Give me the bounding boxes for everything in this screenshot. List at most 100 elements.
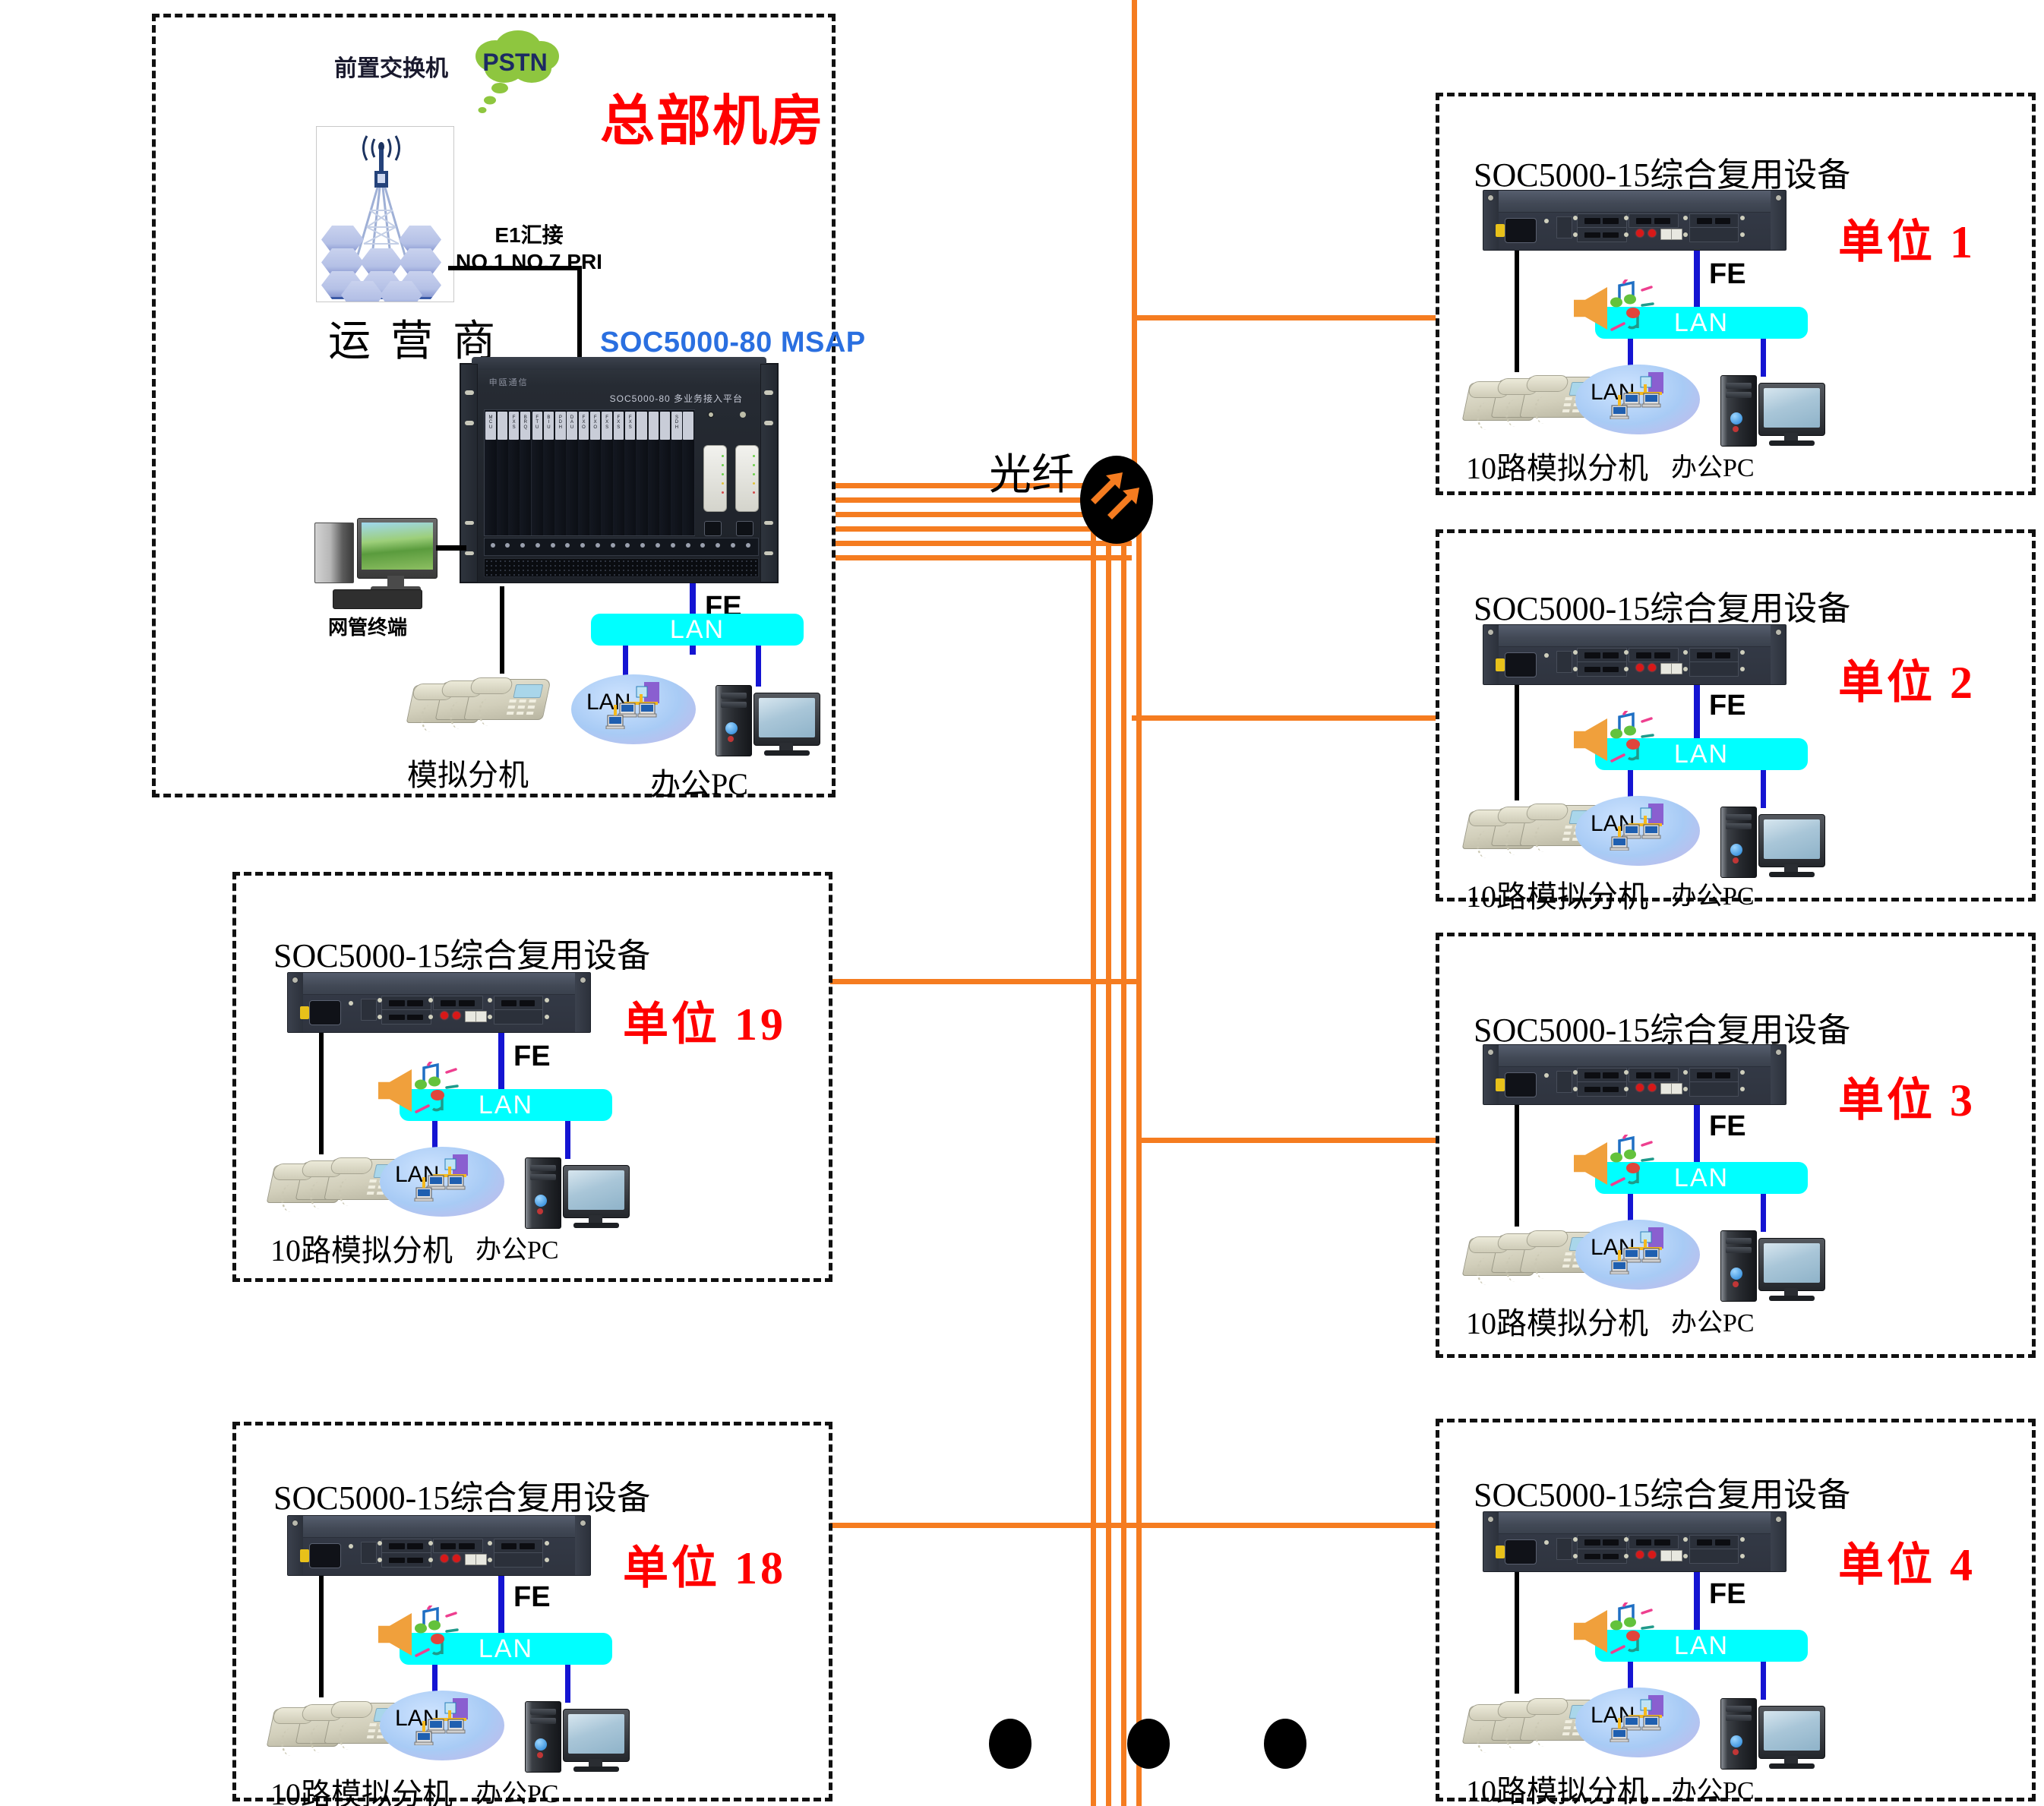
unit2-office-pc-tower	[1720, 807, 1757, 878]
unit3-phone-label: 10路模拟分机	[1466, 1306, 1648, 1340]
unit2-office-pc-label: 办公PC	[1671, 882, 1755, 911]
unit2-phone-label: 10路模拟分机	[1466, 879, 1648, 914]
unit1-lan-to-pc	[1761, 339, 1766, 377]
unit4-fe-link	[1694, 1572, 1700, 1648]
unit1-soc5000-15-device	[1483, 190, 1787, 251]
fiber-riser-top	[1132, 0, 1137, 501]
fiber-branch-unit2	[1132, 715, 1436, 721]
unit4-office-pc-tower	[1720, 1698, 1757, 1770]
unit18-lan-cloud-workstations-icon	[414, 1698, 468, 1745]
unit4-lan-cloud-workstations-icon	[1610, 1695, 1663, 1742]
unit3-office-pc-stand	[1784, 1288, 1798, 1297]
fiber-branch-unit4	[1121, 1523, 1436, 1528]
unit3-office-pc-label: 办公PC	[1671, 1309, 1755, 1337]
e1-trunk-line1: E1汇接	[494, 223, 564, 247]
unit1-music-notes-icon	[1610, 279, 1654, 331]
chassis-rail-right	[760, 364, 778, 583]
unit18-office-pc-stand	[589, 1759, 602, 1768]
unit3-lan-to-pc	[1761, 1194, 1766, 1232]
hq-office-pc-label: 办公PC	[650, 767, 748, 801]
chassis-rail-left	[460, 364, 479, 583]
unit19-phone-group	[266, 1148, 415, 1232]
unit2-lan-to-pc	[1761, 770, 1766, 808]
fiber-strand-1	[836, 483, 1132, 488]
hq-lan-cloud-workstations-icon	[605, 682, 659, 729]
unit3-phone-link	[1515, 1105, 1519, 1227]
fiber-strand-2	[836, 497, 1132, 503]
operator-label: 运 营 商	[328, 318, 500, 365]
unit4-office-pc-base	[1769, 1763, 1815, 1769]
site-box-unit19	[232, 872, 832, 1282]
unit3-fe-label: FE	[1709, 1110, 1746, 1142]
unit19-lan-to-pc	[565, 1121, 570, 1159]
unit19-soc5000-15-device	[287, 972, 591, 1033]
fiber-down-4	[1136, 501, 1142, 1806]
hq-office-pc-monitor	[753, 693, 820, 746]
unit4-phone-link	[1515, 1572, 1519, 1694]
unit2-lan-cloud-workstations-icon	[1610, 804, 1663, 851]
hq-lan-to-pc	[756, 646, 761, 687]
site-box-unit18	[232, 1422, 832, 1801]
unit2-lan-to-cloud	[1628, 770, 1633, 807]
unit2-music-notes-icon	[1610, 711, 1654, 762]
site-box-unit2	[1436, 529, 2036, 901]
unit1-office-pc-base	[1769, 440, 1815, 446]
unit4-office-pc-monitor	[1758, 1706, 1825, 1759]
unit3-device-title: SOC5000-15综合复用设备	[1474, 1012, 1851, 1049]
fiber-arrows-icon	[1091, 472, 1139, 519]
unit19-title: 单位 19	[623, 999, 786, 1050]
unit18-office-pc-base	[573, 1767, 619, 1772]
nm-terminal-link	[436, 545, 466, 551]
unit19-fe-link	[498, 1033, 504, 1109]
fiber-strand-3	[836, 512, 1132, 517]
unit2-device-title: SOC5000-15综合复用设备	[1474, 590, 1851, 627]
site-box-unit3	[1436, 933, 2036, 1358]
nm-terminal-screen	[362, 523, 433, 570]
unit1-office-pc-monitor	[1758, 383, 1825, 436]
fiber-down-3	[1121, 501, 1126, 1806]
e1-link-vertical	[577, 266, 582, 363]
fiber-down-1	[1091, 501, 1096, 1806]
unit1-lan-bar: LAN	[1595, 307, 1808, 339]
unit19-office-pc-base	[573, 1223, 619, 1228]
unit1-phone-link	[1515, 251, 1519, 372]
hq-office-pc-tower	[716, 685, 752, 756]
fiber-branch-unit1-riser	[1132, 315, 1137, 505]
unit4-music-notes-icon	[1610, 1602, 1654, 1654]
site-box-hq	[152, 14, 836, 797]
unit3-office-pc-base	[1769, 1296, 1815, 1301]
unit1-office-pc-label: 办公PC	[1671, 454, 1755, 482]
site-box-unit1	[1436, 93, 2036, 495]
unit19-device-title: SOC5000-15综合复用设备	[273, 937, 651, 974]
unit4-phone-label: 10路模拟分机	[1466, 1774, 1648, 1806]
chassis-led-row	[484, 537, 759, 556]
fiber-branch-unit1	[1132, 315, 1436, 320]
unit18-office-pc-label: 办公PC	[475, 1780, 559, 1806]
chassis-brand-silk: 申瓯通信	[488, 377, 529, 387]
unit1-title: 单位 1	[1838, 217, 1976, 267]
unit2-soc5000-15-device	[1483, 624, 1787, 685]
site-box-unit4	[1436, 1419, 2036, 1801]
unit4-fe-label: FE	[1709, 1578, 1746, 1610]
unit1-office-pc-stand	[1784, 433, 1798, 442]
unit18-device-title: SOC5000-15综合复用设备	[273, 1479, 651, 1517]
pstn-label: PSTN	[482, 49, 548, 76]
unit3-soc5000-15-device	[1483, 1044, 1787, 1105]
unit18-lan-to-pc	[565, 1665, 570, 1703]
fiber-strand-5	[836, 541, 1132, 546]
unit19-phone-link	[319, 1033, 324, 1154]
nm-terminal-tower	[314, 523, 354, 583]
unit3-lan-cloud-workstations-icon	[1610, 1227, 1663, 1274]
unit4-soc5000-15-device	[1483, 1511, 1787, 1572]
unit19-fe-label: FE	[513, 1040, 551, 1072]
unit18-office-pc-tower	[525, 1701, 561, 1773]
unit1-phone-label: 10路模拟分机	[1466, 451, 1648, 485]
unit18-phone-label: 10路模拟分机	[270, 1777, 453, 1806]
unit1-office-pc-tower	[1720, 375, 1757, 447]
nm-terminal-monitor	[357, 518, 438, 579]
chassis-model-silk: SOC5000-80 多业务接入平台	[609, 393, 744, 405]
unit19-music-notes-icon	[415, 1062, 459, 1113]
